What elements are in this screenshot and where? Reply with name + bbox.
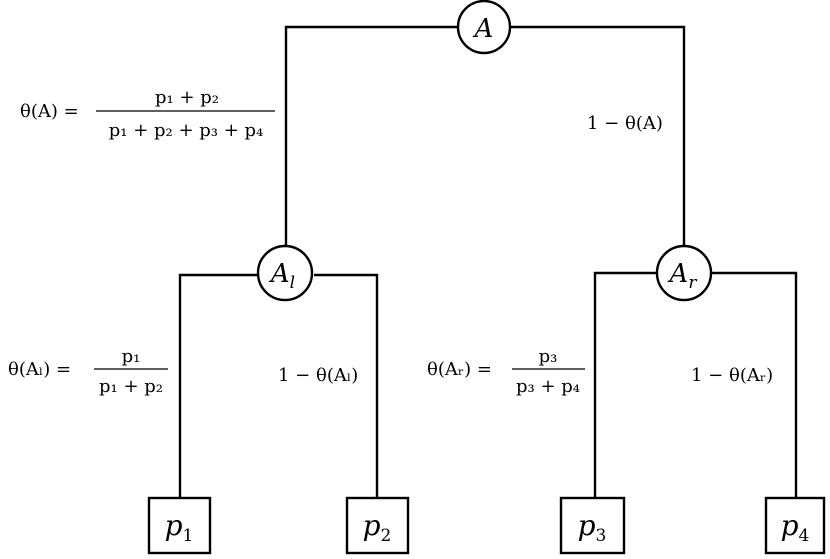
leaf-p1-sub: 1 (183, 526, 194, 546)
label-left-left-numerator: p₁ (122, 346, 141, 367)
label-root-right: 1 − θ(A) (587, 113, 663, 134)
edge-left-to-p1 (178, 273, 258, 498)
label-right-left-denominator: p₃ + p₄ (516, 376, 580, 397)
node-root: A (456, 0, 512, 55)
label-root-left-lhs: θ(A) = (20, 101, 79, 122)
node-root-name: A (473, 14, 494, 44)
label-right-left-lhs: θ(Aᵣ) = (427, 359, 492, 380)
leaf-p4-box (764, 496, 826, 555)
tree-edges (178, 25, 798, 498)
edge-root-to-right (510, 25, 686, 250)
leaf-p2-name: p (363, 509, 381, 542)
edge-right-to-p3 (593, 271, 658, 498)
leaf-p2-sub: 2 (381, 526, 392, 546)
label-left-left: θ(Aₗ) = p₁ p₁ + p₂ (8, 346, 168, 397)
leaf-p4-name: p (781, 509, 799, 542)
leaf-p3-name: p (578, 509, 596, 542)
node-right: Ar (655, 244, 713, 302)
node-right-circle (655, 244, 713, 302)
label-right-left: θ(Aᵣ) = p₃ p₃ + p₄ (427, 346, 585, 397)
label-root-left-numerator: p₁ + p₂ (155, 87, 219, 108)
node-right-label: Ar (668, 259, 698, 293)
label-right-left-numerator: p₃ (539, 346, 558, 367)
leaf-p2-label: p2 (363, 509, 392, 546)
leaf-p3-box (559, 496, 626, 555)
leaf-p1-box (147, 496, 212, 555)
edge-left-to-p2 (314, 273, 379, 498)
node-left-circle (256, 244, 314, 302)
edge-right-to-p4 (710, 271, 798, 498)
leaf-p1-label: p1 (165, 509, 194, 546)
edge-root-to-left (284, 25, 458, 253)
label-left-left-lhs: θ(Aₗ) = (8, 359, 71, 380)
leaf-p2: p2 (345, 496, 410, 555)
label-left-left-denominator: p₁ + p₂ (99, 376, 163, 397)
label-right-right: 1 − θ(Aᵣ) (691, 365, 773, 386)
leaf-p2-box (345, 496, 410, 555)
label-root-left: θ(A) = p₁ + p₂ p₁ + p₂ + p₃ + p₄ (20, 87, 275, 141)
node-left-name: A (269, 259, 290, 289)
leaf-p4-sub: 4 (799, 526, 810, 546)
node-left-sub: l (290, 273, 295, 293)
leaf-p3-label: p3 (578, 509, 607, 546)
node-left-label: Al (269, 259, 295, 293)
node-left: Al (256, 244, 314, 302)
node-root-label: A (473, 14, 494, 44)
label-left-right: 1 − θ(Aₗ) (278, 365, 358, 386)
leaf-p1: p1 (147, 496, 212, 555)
leaf-p4-label: p4 (781, 509, 810, 546)
label-root-right-text: 1 − θ(A) (587, 113, 663, 134)
node-right-name: A (668, 259, 689, 289)
leaf-p3-sub: 3 (596, 526, 607, 546)
leaf-p3: p3 (559, 496, 626, 555)
node-right-sub: r (688, 273, 697, 293)
node-root-circle (456, 0, 512, 55)
label-right-right-text: 1 − θ(Aᵣ) (691, 365, 773, 386)
label-left-right-text: 1 − θ(Aₗ) (278, 365, 358, 386)
label-root-left-denominator: p₁ + p₂ + p₃ + p₄ (109, 120, 264, 141)
leaf-p1-name: p (165, 509, 183, 542)
leaf-p4: p4 (764, 496, 826, 555)
